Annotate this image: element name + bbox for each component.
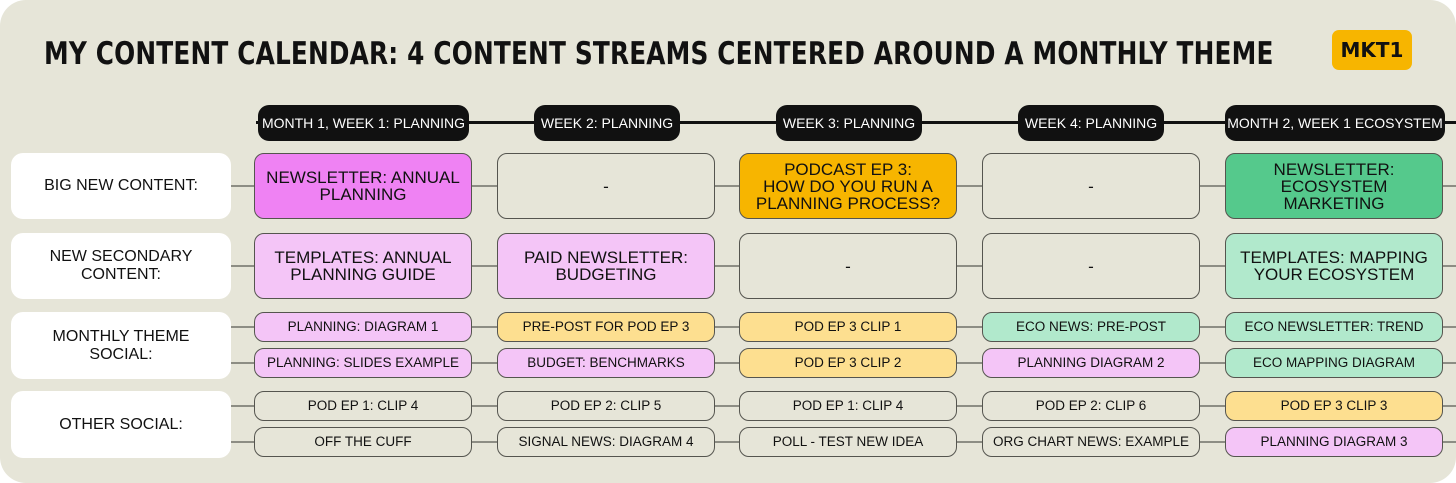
- page-title: MY CONTENT CALENDAR: 4 CONTENT STREAMS C…: [44, 36, 1274, 72]
- connector-line: [472, 362, 497, 364]
- content-cell: POD EP 1: CLIP 4: [739, 391, 957, 421]
- connector-line: [231, 362, 254, 364]
- content-cell: ECO NEWSLETTER: TREND: [1225, 312, 1443, 342]
- content-cell: ECO NEWS: PRE-POST: [982, 312, 1200, 342]
- connector-line: [715, 265, 739, 267]
- connector-line: [715, 326, 739, 328]
- connector-line: [472, 265, 497, 267]
- connector-line: [1200, 326, 1225, 328]
- connector-line: [715, 405, 739, 407]
- connector-line: [957, 405, 982, 407]
- connector-line: [1443, 362, 1456, 364]
- row-label: OTHER SOCIAL:: [11, 391, 231, 458]
- content-cell: ORG CHART NEWS: EXAMPLE: [982, 427, 1200, 457]
- connector-line: [957, 265, 982, 267]
- connector-line: [1200, 405, 1225, 407]
- row-label: BIG NEW CONTENT:: [11, 153, 231, 219]
- connector-line: [231, 441, 254, 443]
- connector-line: [231, 405, 254, 407]
- row-label: NEW SECONDARY CONTENT:: [11, 233, 231, 299]
- content-cell: BUDGET: BENCHMARKS: [497, 348, 715, 378]
- content-cell: -: [982, 233, 1200, 299]
- connector-line: [231, 265, 254, 267]
- content-cell: POD EP 3 CLIP 2: [739, 348, 957, 378]
- connector-line: [472, 326, 497, 328]
- content-cell: NEWSLETTER: ECOSYSTEM MARKETING: [1225, 153, 1443, 219]
- content-cell: PRE-POST FOR POD EP 3: [497, 312, 715, 342]
- content-cell: POD EP 1: CLIP 4: [254, 391, 472, 421]
- connector-line: [957, 362, 982, 364]
- content-cell: OFF THE CUFF: [254, 427, 472, 457]
- connector-line: [231, 326, 254, 328]
- connector-line: [1443, 265, 1456, 267]
- connector-line: [472, 441, 497, 443]
- connector-line: [1443, 441, 1456, 443]
- content-cell: PLANNING: DIAGRAM 1: [254, 312, 472, 342]
- content-cell: PODCAST EP 3: HOW DO YOU RUN A PLANNING …: [739, 153, 957, 219]
- connector-line: [715, 185, 739, 187]
- content-cell: -: [497, 153, 715, 219]
- connector-line: [715, 441, 739, 443]
- connector-line: [1200, 185, 1225, 187]
- content-cell: POLL - TEST NEW IDEA: [739, 427, 957, 457]
- content-cell: PLANNING: SLIDES EXAMPLE: [254, 348, 472, 378]
- brand-badge: MKT1: [1332, 30, 1412, 70]
- connector-line: [1443, 326, 1456, 328]
- content-cell: POD EP 2: CLIP 6: [982, 391, 1200, 421]
- connector-line: [715, 362, 739, 364]
- connector-line: [957, 441, 982, 443]
- content-cell: POD EP 2: CLIP 5: [497, 391, 715, 421]
- content-cell: -: [739, 233, 957, 299]
- content-cell: SIGNAL NEWS: DIAGRAM 4: [497, 427, 715, 457]
- content-cell: PAID NEWSLETTER: BUDGETING: [497, 233, 715, 299]
- connector-line: [957, 185, 982, 187]
- connector-line: [1200, 265, 1225, 267]
- connector-line: [1200, 441, 1225, 443]
- week-header-2: WEEK 2: PLANNING: [534, 105, 680, 141]
- connector-line: [472, 185, 497, 187]
- connector-line: [1443, 185, 1456, 187]
- content-cell: POD EP 3 CLIP 3: [1225, 391, 1443, 421]
- connector-line: [472, 405, 497, 407]
- content-cell: ECO MAPPING DIAGRAM: [1225, 348, 1443, 378]
- week-header-5: MONTH 2, WEEK 1 ECOSYSTEM: [1225, 105, 1445, 141]
- row-label: MONTHLY THEME SOCIAL:: [11, 312, 231, 379]
- content-cell: POD EP 3 CLIP 1: [739, 312, 957, 342]
- content-cell: NEWSLETTER: ANNUAL PLANNING: [254, 153, 472, 219]
- content-cell: TEMPLATES: ANNUAL PLANNING GUIDE: [254, 233, 472, 299]
- content-cell: PLANNING DIAGRAM 2: [982, 348, 1200, 378]
- content-cell: -: [982, 153, 1200, 219]
- connector-line: [1200, 362, 1225, 364]
- content-cell: TEMPLATES: MAPPING YOUR ECOSYSTEM: [1225, 233, 1443, 299]
- content-cell: PLANNING DIAGRAM 3: [1225, 427, 1443, 457]
- connector-line: [231, 185, 254, 187]
- connector-line: [1443, 405, 1456, 407]
- connector-line: [957, 326, 982, 328]
- week-header-1: MONTH 1, WEEK 1: PLANNING: [258, 105, 469, 141]
- week-header-4: WEEK 4: PLANNING: [1018, 105, 1164, 141]
- week-header-3: WEEK 3: PLANNING: [776, 105, 922, 141]
